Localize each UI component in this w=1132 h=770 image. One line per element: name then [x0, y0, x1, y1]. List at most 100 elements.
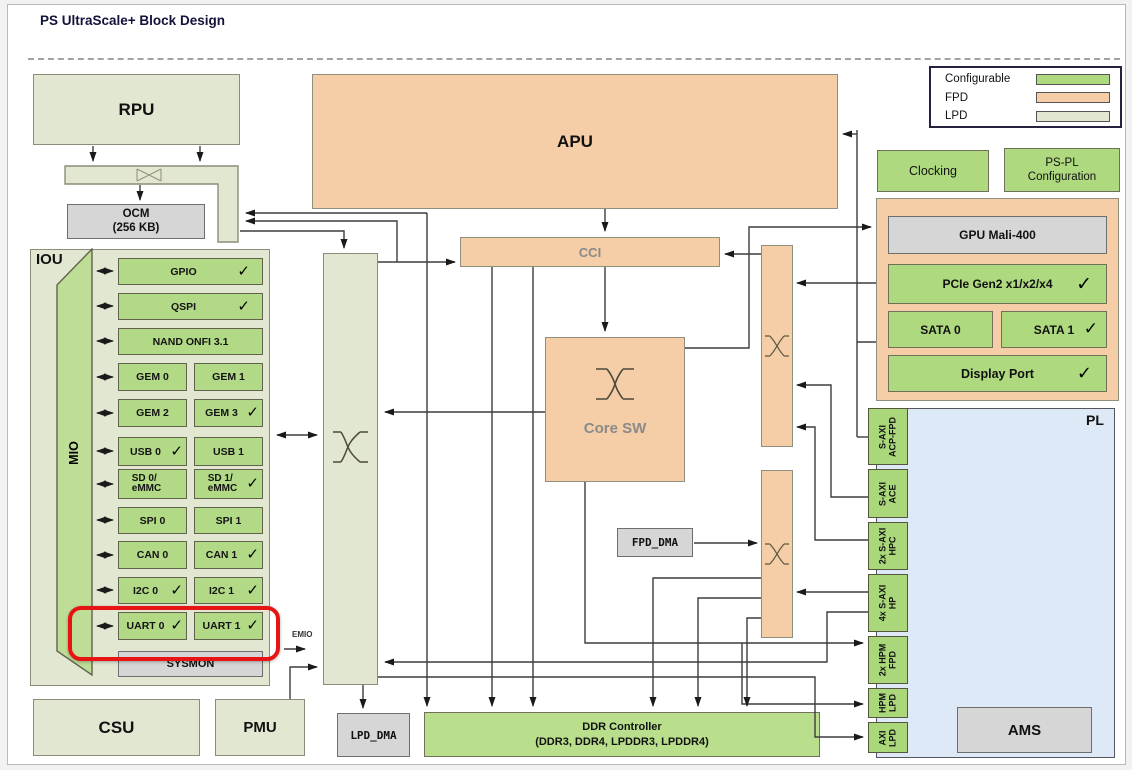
pcie-label: PCIe Gen2 x1/x2/x4: [942, 277, 1053, 291]
ams-block[interactable]: AMS: [957, 707, 1092, 753]
mio-cell-nand-onfi-3-1[interactable]: NAND ONFI 3.1: [118, 328, 263, 355]
mio-cell-label: SD 1/eMMC: [207, 472, 238, 494]
mio-cell-usb-0[interactable]: USB 0 ✓: [118, 437, 187, 466]
ps-pl-configuration-block[interactable]: PS-PL Configuration: [1004, 148, 1120, 192]
mio-cell-usb-1[interactable]: USB 1: [194, 437, 263, 466]
sata1-block[interactable]: SATA 1 ✓: [1001, 311, 1107, 348]
mio-cell-label: I2C 0: [132, 584, 159, 597]
mio-label: MIO: [67, 441, 81, 465]
sata1-label: SATA 1: [1033, 322, 1075, 337]
legend-item: Configurable: [945, 73, 1110, 85]
mio-cell-label: QSPI: [170, 300, 197, 313]
mio-cell-gem-0[interactable]: GEM 0: [118, 363, 187, 391]
sata0-block[interactable]: SATA 0: [888, 311, 993, 348]
mio-cell-sd-0[interactable]: SD 0/eMMC: [118, 469, 187, 499]
mio-cell-label: SD 0/eMMC: [131, 472, 162, 494]
check-icon: ✓: [237, 296, 250, 315]
switch-icon: [596, 368, 634, 400]
mio-cell-qspi[interactable]: QSPI ✓: [118, 293, 263, 320]
legend-item: LPD: [945, 110, 1110, 122]
check-icon: ✓: [246, 544, 259, 563]
page-title: PS UltraScale+ Block Design: [40, 13, 225, 28]
ddr-controller-block[interactable]: DDR Controller (DDR3, DDR4, LPDDR3, LPDD…: [424, 712, 820, 757]
core-sw-label: Core SW: [583, 420, 647, 437]
legend-swatch: [1036, 110, 1110, 122]
check-icon: ✓: [246, 473, 259, 492]
mio-cell-spi-1[interactable]: SPI 1: [194, 507, 263, 534]
ddr-line2: (DDR3, DDR4, LPDDR3, LPDDR4): [535, 735, 709, 748]
legend-item: FPD: [945, 92, 1110, 104]
mio-cell-label: GEM 2: [136, 407, 169, 419]
mio-cell-gem-3[interactable]: GEM 3✓: [194, 399, 263, 427]
mio-cell-i2c-1[interactable]: I2C 1 ✓: [194, 577, 263, 604]
apu-block[interactable]: APU: [312, 74, 838, 209]
fpd-switch-upper[interactable]: [761, 245, 793, 447]
mio-cell-can-0[interactable]: CAN 0: [118, 541, 187, 569]
display-port-block[interactable]: Display Port ✓: [888, 355, 1107, 392]
mio-cell-uart-0[interactable]: UART 0 ✓: [118, 612, 187, 640]
pcie-check-icon: ✓: [1076, 272, 1092, 295]
iou-label: IOU: [36, 251, 63, 268]
uart-highlight-ring: [68, 606, 280, 661]
clocking-block[interactable]: Clocking: [877, 150, 989, 192]
check-icon: ✓: [170, 580, 183, 599]
check-icon: ✓: [246, 580, 259, 599]
sysmon-block[interactable]: SYSMON: [118, 651, 263, 677]
check-icon: ✓: [246, 615, 259, 634]
mio-cell-i2c-0[interactable]: I2C 0 ✓: [118, 577, 187, 604]
rpu-block[interactable]: RPU: [33, 74, 240, 145]
fpd-switch-lower[interactable]: [761, 470, 793, 638]
fpd-dma-block[interactable]: FPD_DMA: [617, 528, 693, 557]
mio-cell-label: GPIO: [170, 265, 197, 278]
mio-cell-can-1[interactable]: CAN 1 ✓: [194, 541, 263, 569]
pmu-block[interactable]: PMU: [215, 699, 305, 756]
pcie-block[interactable]: PCIe Gen2 x1/x2/x4 ✓: [888, 264, 1107, 304]
mio-cell-label: GEM 1: [212, 371, 245, 383]
mio-cell-spi-0[interactable]: SPI 0: [118, 507, 187, 534]
display-port-check-icon: ✓: [1076, 362, 1092, 384]
ocm-line2: (256 KB): [112, 221, 160, 234]
check-icon: ✓: [170, 615, 183, 634]
core-sw-block[interactable]: Core SW: [545, 337, 685, 482]
legend-label: FPD: [945, 91, 968, 104]
check-icon: ✓: [246, 402, 259, 421]
mio-cell-gem-2[interactable]: GEM 2: [118, 399, 187, 427]
emio-label: EMIO: [292, 630, 313, 639]
check-icon: ✓: [170, 441, 183, 460]
ocm-block[interactable]: OCM (256 KB): [67, 204, 205, 239]
mio-cell-label: USB 0: [130, 445, 161, 458]
mio-cell-sd-1[interactable]: SD 1/eMMC ✓: [194, 469, 263, 499]
pl-region: [876, 408, 1115, 758]
mio-cell-label: CAN 0: [136, 549, 169, 561]
mio-cell-gem-1[interactable]: GEM 1: [194, 363, 263, 391]
legend-swatch: [1036, 92, 1110, 103]
header-divider: [28, 58, 1120, 60]
legend-swatch: [1036, 73, 1110, 85]
mio-cell-uart-1[interactable]: UART 1 ✓: [194, 612, 263, 640]
mio-cell-label: UART 1: [202, 620, 241, 632]
lpd-switch-bar[interactable]: [323, 253, 378, 685]
check-icon: ✓: [237, 261, 250, 280]
mio-cell-label: I2C 1: [208, 584, 235, 597]
ps-pl-line1: PS-PL: [1045, 156, 1079, 169]
pl-label: PL: [1086, 412, 1104, 428]
csu-block[interactable]: CSU: [33, 699, 200, 756]
mio-cell-gpio[interactable]: GPIO ✓: [118, 258, 263, 285]
gpu-block[interactable]: GPU Mali-400: [888, 216, 1107, 254]
mio-cell-label: CAN 1: [205, 549, 238, 561]
display-port-label: Display Port: [961, 366, 1034, 381]
lpd-dma-block[interactable]: LPD_DMA: [337, 713, 410, 757]
sata1-check-icon: ✓: [1083, 319, 1098, 339]
mio-cell-label: SPI 1: [215, 514, 242, 527]
mio-cell-label: UART 0: [126, 620, 165, 632]
cci-block[interactable]: CCI: [460, 237, 720, 267]
